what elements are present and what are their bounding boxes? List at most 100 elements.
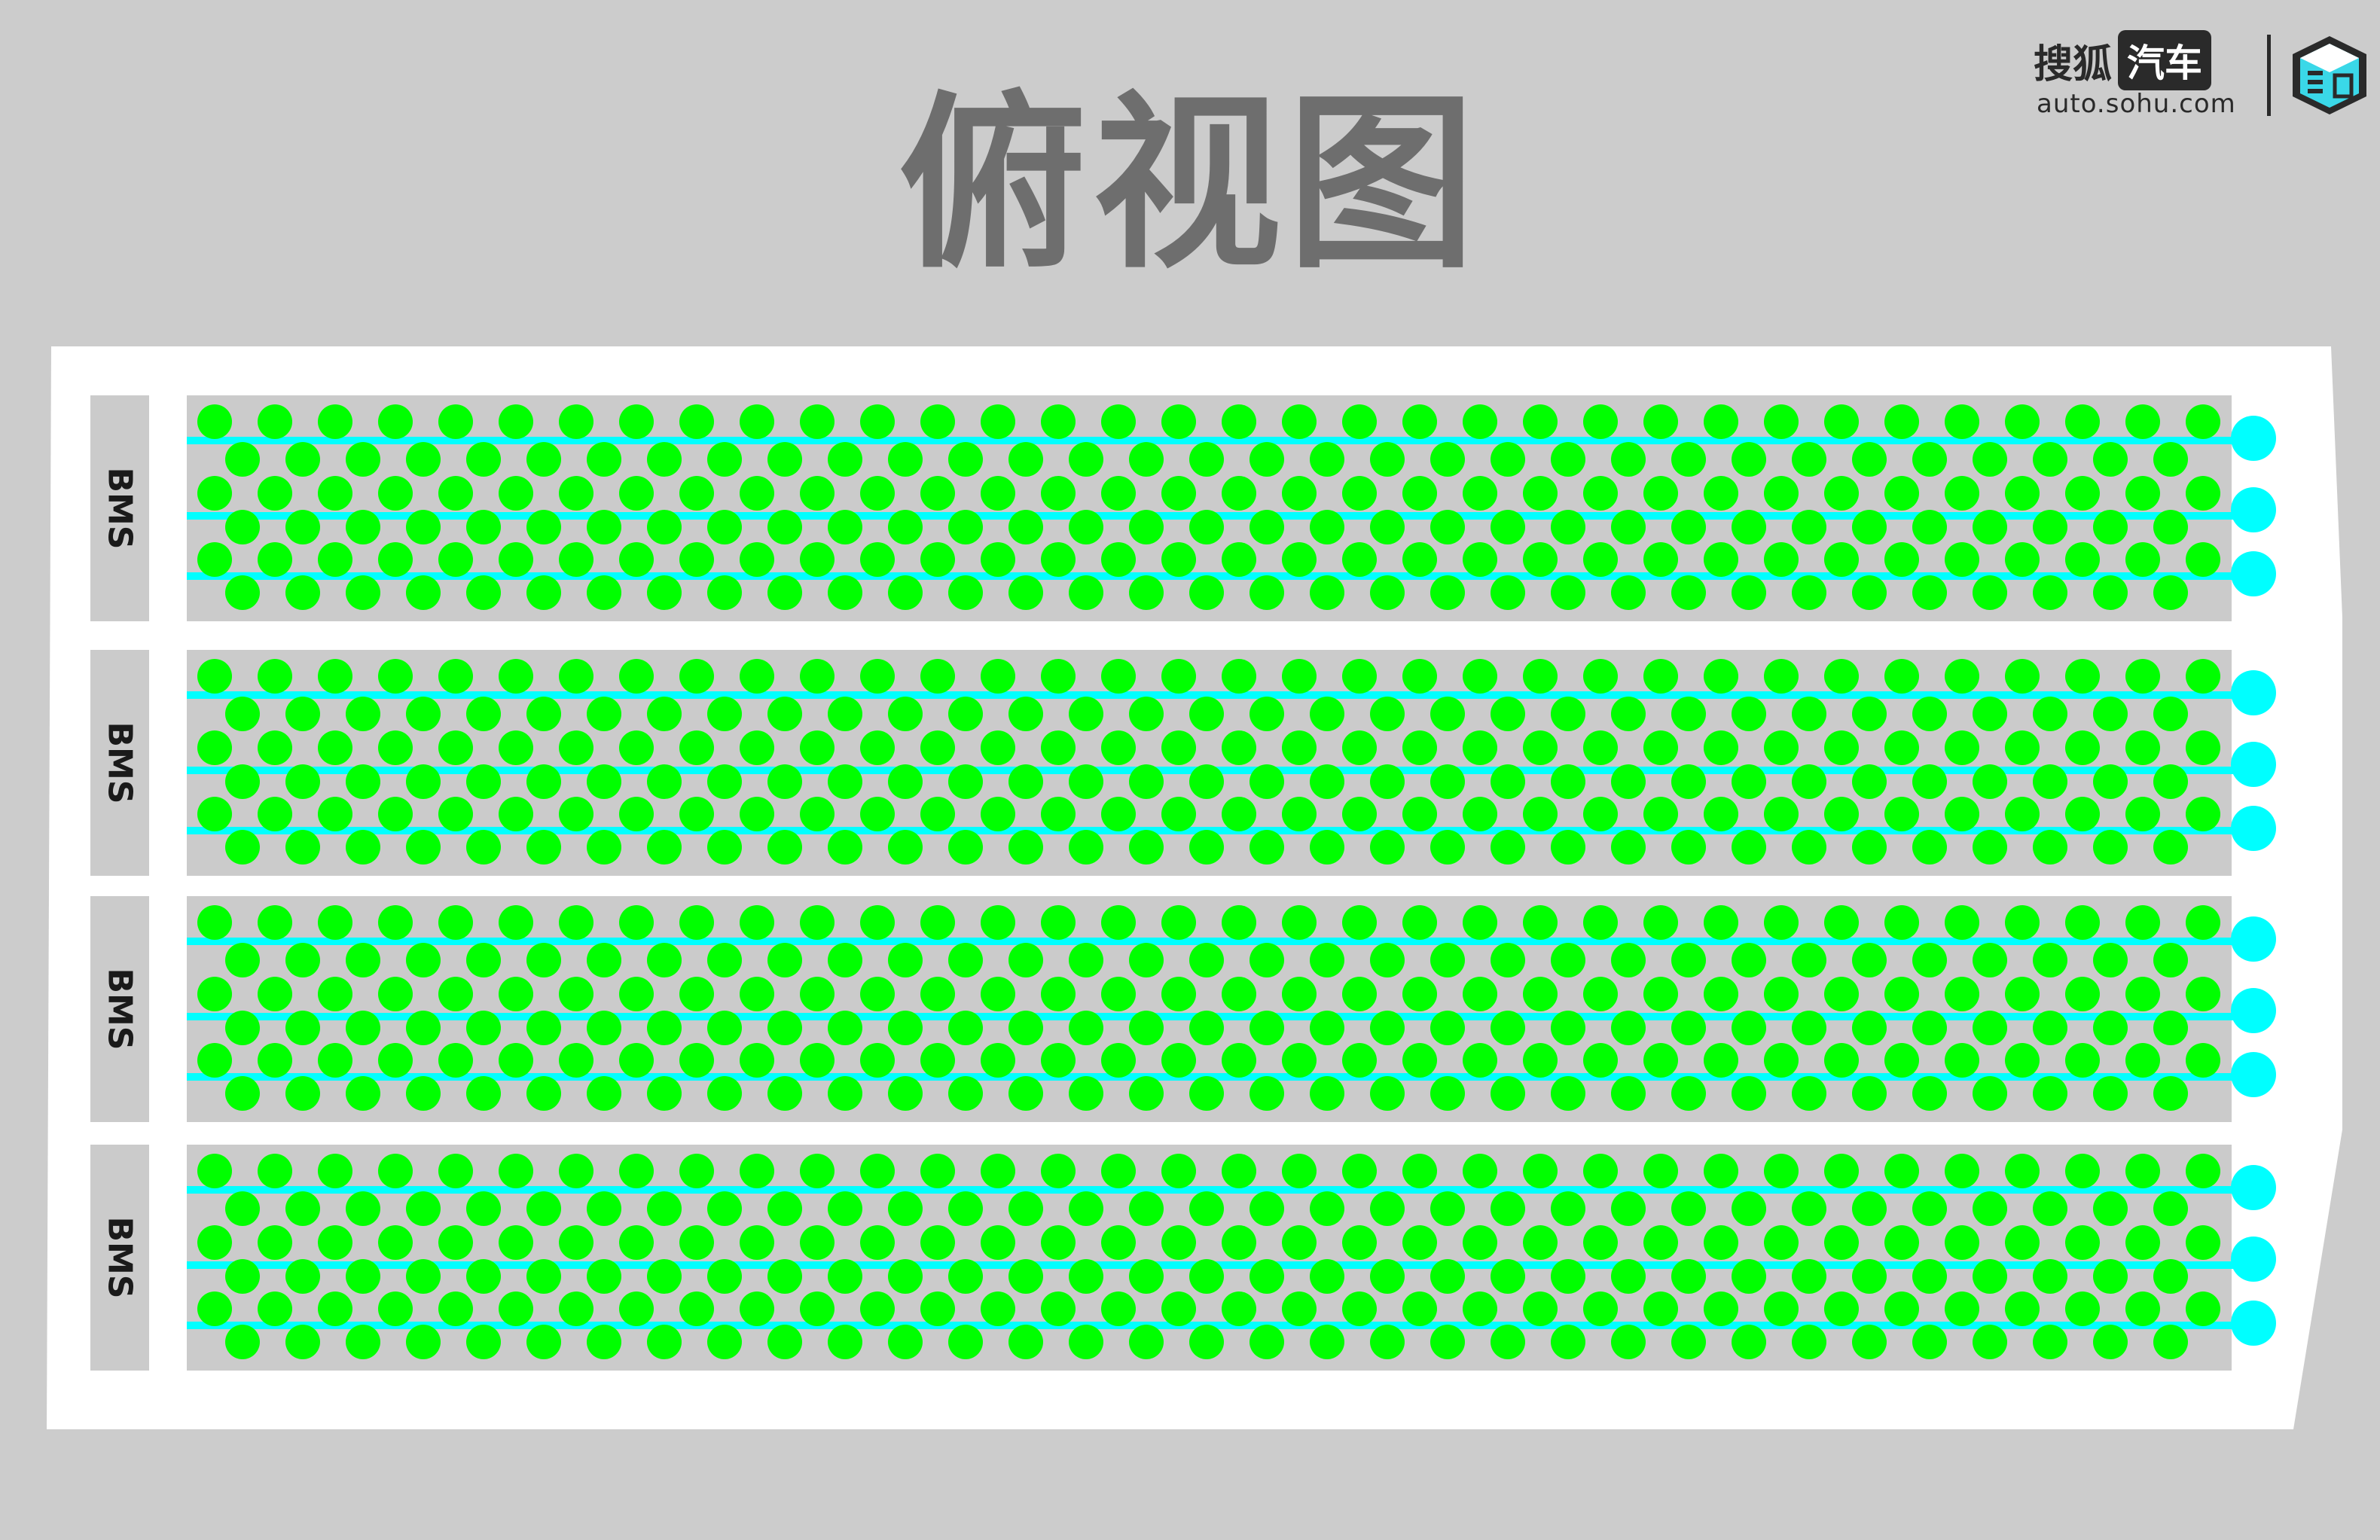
battery-cell (1402, 1043, 1437, 1078)
battery-cell (225, 697, 260, 731)
battery-cell (888, 575, 923, 610)
battery-cell (1643, 1043, 1678, 1078)
battery-cell (1463, 730, 1497, 765)
battery-cell (1643, 1291, 1678, 1326)
battery-cell (526, 1259, 561, 1294)
battery-cell (1704, 404, 1738, 439)
cooling-outlet (2231, 1165, 2276, 1210)
battery-cell (948, 1076, 983, 1111)
battery-cell (1370, 575, 1405, 610)
battery-cell (1008, 442, 1043, 477)
battery-cell (559, 1291, 593, 1326)
battery-cell (647, 1325, 682, 1359)
battery-cell (888, 1076, 923, 1111)
battery-cell (2125, 542, 2160, 577)
battery-cell (438, 1225, 473, 1260)
battery-cell (1402, 476, 1437, 511)
battery-cell (2125, 977, 2160, 1011)
battery-cell (860, 542, 895, 577)
battery-cell (920, 797, 955, 831)
battery-cell (1310, 1191, 1344, 1226)
battery-cell (438, 659, 473, 694)
battery-cell (318, 659, 352, 694)
battery-cell (647, 830, 682, 865)
battery-cell (559, 905, 593, 940)
battery-cell (258, 476, 292, 511)
battery-cell (1250, 510, 1284, 544)
battery-cell (707, 442, 742, 477)
battery-cell (1041, 1043, 1076, 1078)
battery-cell (346, 697, 380, 731)
battery-cell (740, 977, 774, 1011)
battery-cell (948, 697, 983, 731)
battery-cell (1945, 1154, 1979, 1188)
battery-cell (318, 1154, 352, 1188)
battery-cell (2186, 905, 2220, 940)
battery-cell (800, 905, 835, 940)
battery-cell (1310, 943, 1344, 977)
battery-cell (1671, 697, 1706, 731)
battery-cell (1101, 542, 1136, 577)
battery-cell (800, 404, 835, 439)
battery-cell (707, 1076, 742, 1111)
battery-cell (285, 575, 320, 610)
battery-cell (526, 764, 561, 799)
battery-cell (1101, 1291, 1136, 1326)
battery-cell (318, 542, 352, 577)
battery-cell (2033, 1011, 2067, 1045)
battery-cell (1792, 1011, 1826, 1045)
battery-cell (2033, 1076, 2067, 1111)
battery-cell (920, 1043, 955, 1078)
battery-cell (1250, 442, 1284, 477)
battery-cell (1852, 830, 1887, 865)
battery-cell (619, 797, 654, 831)
battery-cell (2093, 1191, 2128, 1226)
battery-cell (1161, 1291, 1196, 1326)
battery-cell (346, 1259, 380, 1294)
battery-cell (1008, 830, 1043, 865)
battery-cell (378, 1154, 413, 1188)
battery-cell (1282, 659, 1317, 694)
battery-cell (1551, 943, 1585, 977)
cooling-line (187, 437, 2247, 444)
battery-cell (438, 1154, 473, 1188)
battery-cell (1463, 1291, 1497, 1326)
battery-cell (1402, 404, 1437, 439)
battery-cell (2153, 1259, 2188, 1294)
battery-cell (1222, 542, 1256, 577)
battery-cell (285, 1259, 320, 1294)
battery-cell (346, 575, 380, 610)
battery-cell (1671, 1325, 1706, 1359)
battery-cell (1945, 659, 1979, 694)
battery-cell (378, 797, 413, 831)
battery-cell (2005, 659, 2040, 694)
battery-cell (1282, 797, 1317, 831)
battery-cell (559, 542, 593, 577)
battery-cell (1945, 905, 1979, 940)
battery-cell (197, 977, 232, 1011)
battery-cell (318, 977, 352, 1011)
battery-cell (647, 764, 682, 799)
battery-cell (1069, 697, 1103, 731)
battery-cell (2186, 476, 2220, 511)
battery-cell (1551, 1191, 1585, 1226)
battery-cell (2125, 730, 2160, 765)
battery-cell (378, 1225, 413, 1260)
battery-cell (1792, 830, 1826, 865)
cooling-outlet (2231, 988, 2276, 1033)
battery-cell (828, 1325, 862, 1359)
battery-cell (258, 1291, 292, 1326)
battery-cell (587, 1325, 621, 1359)
battery-cell (346, 764, 380, 799)
battery-cell (1402, 905, 1437, 940)
battery-cell (1643, 797, 1678, 831)
battery-cell (2065, 797, 2100, 831)
battery-cell (1792, 510, 1826, 544)
battery-cell (2093, 1259, 2128, 1294)
battery-cell (466, 510, 501, 544)
battery-cell (1583, 476, 1618, 511)
battery-cell (1370, 943, 1405, 977)
battery-cell (1008, 697, 1043, 731)
battery-cell (1973, 697, 2007, 731)
battery-cell (679, 1291, 714, 1326)
